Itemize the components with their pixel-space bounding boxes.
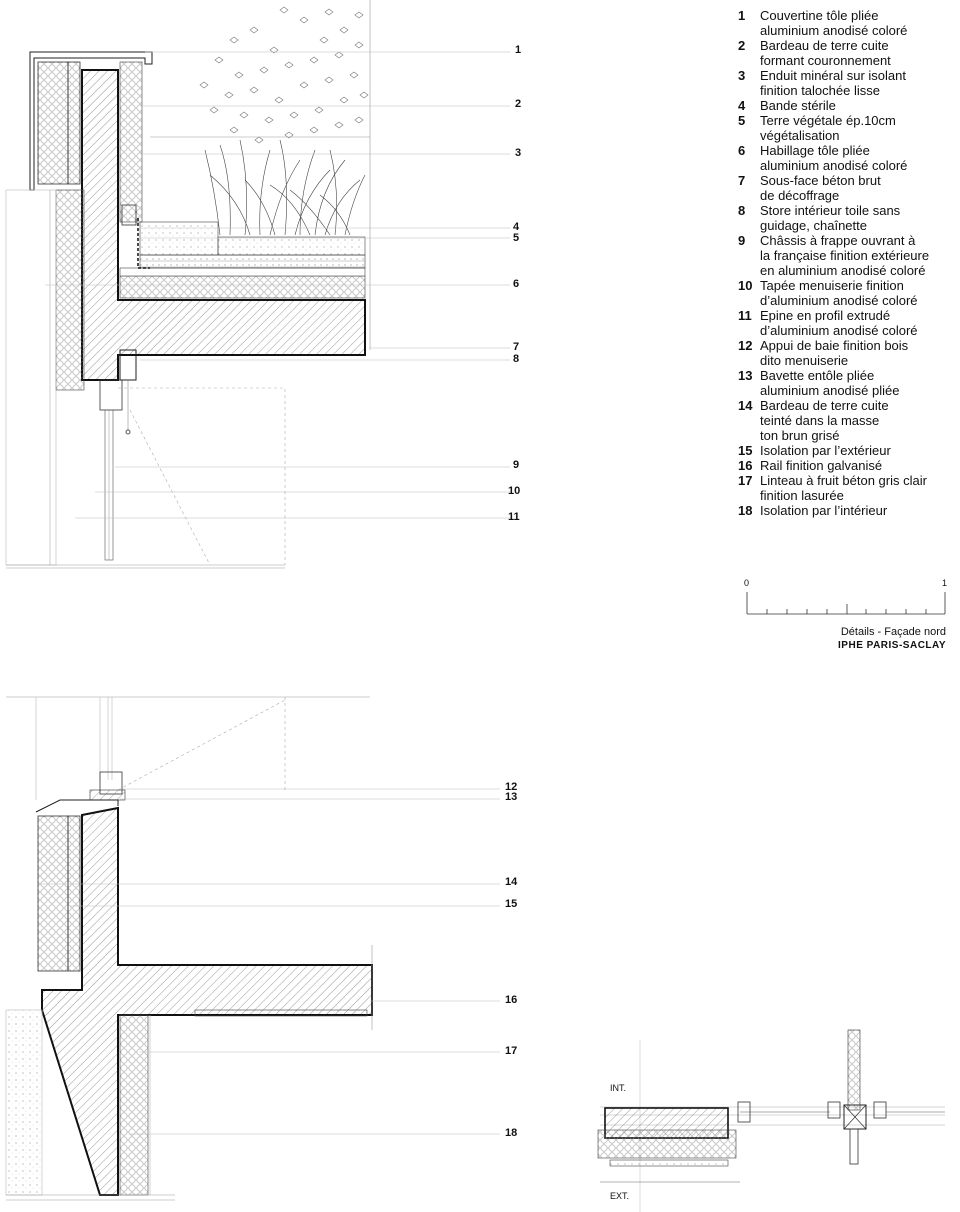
legend-text: Appui de baie finition bois dito menuise…	[760, 338, 909, 368]
legend-item: 15 Isolation par l’extérieur	[738, 443, 953, 458]
legend-num: 8	[738, 203, 746, 218]
legend-item: 4 Bande stérile	[738, 98, 953, 113]
legend-item: 8 Store intérieur toile sans guidage, cha…	[738, 203, 953, 233]
callout-3: 3	[515, 147, 522, 159]
callout-1: 1	[515, 44, 522, 56]
legend-text: Epine en profil extrudé d’aluminium anod…	[760, 308, 918, 338]
legend-text: Bardeau de terre cuite teinté dans la ma…	[760, 398, 889, 443]
top-leader-lines	[45, 51, 510, 519]
legend-num: 18	[738, 503, 753, 518]
legend-text: Habillage tôle pliée aluminium anodisé c…	[760, 143, 908, 173]
callout-14: 14	[505, 876, 518, 888]
legend-item: 6 Habillage tôle pliée aluminium anodisé …	[738, 143, 953, 173]
legend-num: 9	[738, 233, 746, 248]
caption-title: Détails - Façade nord	[840, 626, 946, 638]
legend-item: 17 Linteau à fruit béton gris clair finit…	[738, 473, 953, 503]
legend-text: Rail finition galvanisé	[760, 458, 883, 473]
foliage	[199, 6, 369, 144]
legend-item: 5 Terre végétale ép.10cm végétalisation	[738, 113, 953, 143]
project-name: IPHE PARIS-SACLAY	[838, 640, 946, 651]
legend-text: Linteau à fruit béton gris clair finitio…	[760, 473, 927, 503]
legend-item: 10 Tapée menuiserie finition d’aluminium …	[738, 278, 953, 308]
callout-18: 18	[505, 1127, 518, 1139]
callout-7: 7	[513, 341, 520, 353]
legend-item: 11 Epine en profil extrudé d’aluminium an…	[738, 308, 953, 338]
callout-10: 10	[508, 485, 521, 497]
legend-num: 17	[738, 473, 753, 488]
legend-item: 1 Couvertine tôle pliée aluminium anodisé…	[738, 8, 953, 38]
legend-text: Terre végétale ép.10cm végétalisation	[760, 113, 896, 143]
callout-5: 5	[513, 232, 520, 244]
legend-text: Isolation par l’extérieur	[760, 443, 891, 458]
legend: 1 Couvertine tôle pliée aluminium anodisé…	[738, 8, 953, 518]
callout-15: 15	[505, 898, 518, 910]
legend-num: 13	[738, 368, 753, 383]
callout-2: 2	[515, 98, 522, 110]
legend-text: Bande stérile	[760, 98, 836, 113]
scale-start-label: 0	[744, 578, 750, 588]
legend-item: 3 Enduit minéral sur isolant finition tal…	[738, 68, 953, 98]
plan-int-label: INT.	[610, 1083, 627, 1093]
legend-text: Bardeau de terre cuite formant couronnem…	[760, 38, 891, 68]
legend-item: 18 Isolation par l’intérieur	[738, 503, 953, 518]
grass	[204, 139, 366, 236]
legend-item: 13 Bavette entôle pliée aluminium anodisé…	[738, 368, 953, 398]
legend-num: 1	[738, 8, 746, 23]
legend-item: 7 Sous-face béton brut de décoffrage	[738, 173, 953, 203]
legend-item: 2 Bardeau de terre cuite formant couronne…	[738, 38, 953, 68]
scale-end-label: 1	[942, 578, 948, 588]
legend-text: Couvertine tôle pliée aluminium anodisé …	[760, 8, 908, 38]
plan-detail	[597, 1029, 945, 1212]
legend-text: Sous-face béton brut de décoffrage	[760, 173, 881, 203]
legend-text: Enduit minéral sur isolant finition talo…	[760, 68, 906, 98]
legend-num: 3	[738, 68, 746, 83]
legend-num: 14	[738, 398, 753, 413]
plan-ext-label: EXT.	[610, 1191, 630, 1201]
legend-num: 10	[738, 278, 753, 293]
legend-text: Châssis à frappe ouvrant à la française …	[760, 233, 930, 278]
callout-6: 6	[513, 278, 520, 290]
legend-item: 16 Rail finition galvanisé	[738, 458, 953, 473]
scale-bar	[746, 592, 946, 615]
bottom-leader-lines	[40, 788, 500, 1135]
legend-num: 11	[738, 308, 752, 323]
legend-text: Bavette entôle pliée aluminium anodisé p…	[760, 368, 900, 398]
legend-num: 6	[738, 143, 746, 158]
bottom-section	[5, 696, 500, 1201]
caption: Détails - Façade nord IPHE PARIS-SACLAY	[838, 626, 946, 651]
legend-num: 7	[738, 173, 746, 188]
callout-17: 17	[505, 1045, 518, 1057]
legend-num: 5	[738, 113, 746, 128]
callout-8: 8	[513, 353, 520, 365]
legend-item: 9 Châssis à frappe ouvrant à la française…	[738, 233, 953, 278]
callout-16: 16	[505, 994, 518, 1006]
legend-num: 2	[738, 38, 746, 53]
callout-4: 4	[513, 221, 520, 233]
callout-12: 12	[505, 781, 518, 793]
legend-text: Isolation par l’intérieur	[760, 503, 888, 518]
legend-item: 14 Bardeau de terre cuite teinté dans la …	[738, 398, 953, 443]
legend-num: 16	[738, 458, 753, 473]
legend-item: 12 Appui de baie finition bois dito menui…	[738, 338, 953, 368]
legend-num: 12	[738, 338, 753, 353]
legend-text: Store intérieur toile sans guidage, chaî…	[760, 203, 901, 233]
legend-text: Tapée menuiserie finition d’aluminium an…	[760, 278, 918, 308]
callout-11: 11	[508, 511, 520, 523]
legend-num: 15	[738, 443, 753, 458]
legend-num: 4	[738, 98, 746, 113]
callout-9: 9	[513, 459, 520, 471]
callout-13: 13	[505, 791, 518, 803]
top-section	[5, 0, 510, 569]
